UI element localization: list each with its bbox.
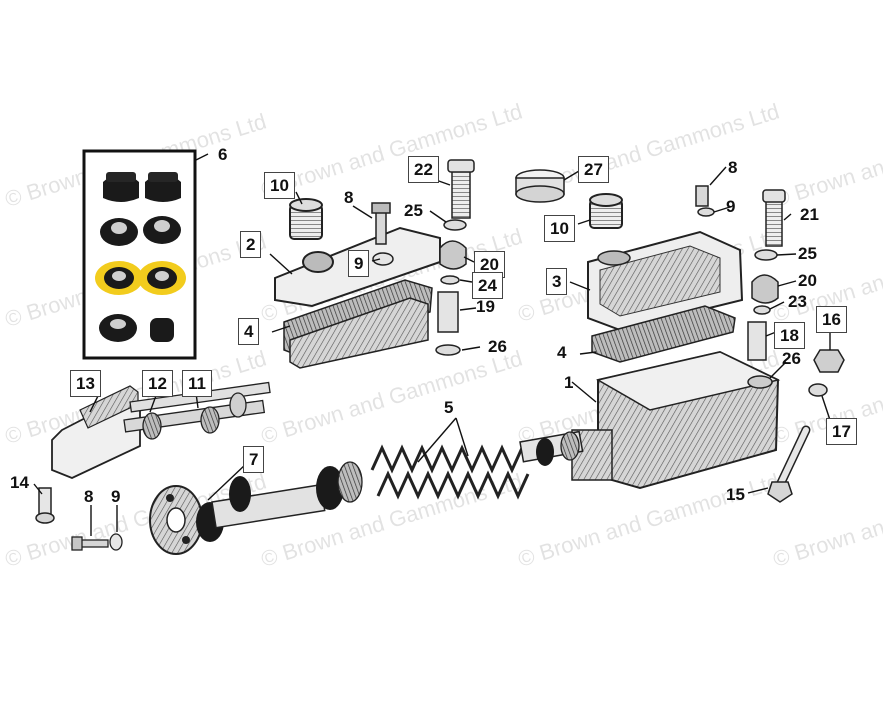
callout-27: 27 bbox=[578, 156, 609, 183]
callout-13: 13 bbox=[70, 370, 101, 397]
callout-4-left: 4 bbox=[238, 318, 260, 345]
callout-4-right: 4 bbox=[557, 343, 567, 362]
left-cover-screw bbox=[371, 202, 394, 266]
kit-cap-left bbox=[103, 172, 139, 202]
seal-kit-box bbox=[82, 149, 197, 360]
kit-cup-row2 bbox=[100, 216, 181, 246]
callout-26-right: 26 bbox=[782, 349, 801, 368]
callout-3: 3 bbox=[546, 268, 568, 295]
callout-12: 12 bbox=[142, 370, 173, 397]
pushrod-yoke-assembly bbox=[35, 381, 271, 551]
right-cap-27 bbox=[515, 169, 565, 203]
right-fittings bbox=[695, 185, 845, 503]
callout-22: 22 bbox=[408, 156, 439, 183]
kit-bottom-seals bbox=[99, 314, 174, 342]
callout-16: 16 bbox=[816, 306, 847, 333]
callout-5: 5 bbox=[444, 398, 454, 417]
callout-15: 15 bbox=[726, 485, 745, 504]
callout-1: 1 bbox=[564, 373, 574, 392]
callout-10-right: 10 bbox=[544, 215, 575, 242]
callout-6: 6 bbox=[218, 145, 228, 164]
callout-9-bottom: 9 bbox=[111, 487, 121, 506]
return-springs bbox=[370, 444, 530, 500]
yoke-pin-14 bbox=[35, 487, 55, 524]
callout-8-right: 8 bbox=[728, 158, 738, 177]
callout-10-left: 10 bbox=[264, 172, 295, 199]
callout-25-right: 25 bbox=[798, 244, 817, 263]
callout-7: 7 bbox=[243, 446, 265, 473]
callout-11: 11 bbox=[182, 370, 212, 397]
callout-9-left: 9 bbox=[348, 250, 370, 277]
callout-19: 19 bbox=[476, 297, 495, 316]
callout-20-right: 20 bbox=[798, 271, 817, 290]
yoke-bolt-8 bbox=[71, 533, 123, 551]
callout-25-left: 25 bbox=[404, 201, 423, 220]
callout-17: 17 bbox=[826, 418, 857, 445]
kit-yellow-rings bbox=[95, 261, 186, 295]
piston-spring-assembly bbox=[149, 430, 584, 555]
callout-8-bottom: 8 bbox=[84, 487, 94, 506]
kit-cap-right bbox=[145, 172, 181, 202]
callout-14: 14 bbox=[10, 473, 29, 492]
callout-8-left: 8 bbox=[344, 188, 354, 207]
callout-21: 21 bbox=[800, 205, 819, 224]
left-banjo-fittings bbox=[435, 159, 475, 356]
callout-18: 18 bbox=[774, 322, 805, 349]
callout-24: 24 bbox=[472, 272, 503, 299]
callout-9-right: 9 bbox=[726, 197, 736, 216]
right-filler-cap bbox=[589, 193, 623, 229]
left-filler-cap bbox=[289, 198, 323, 240]
callout-2: 2 bbox=[240, 231, 262, 258]
callout-23: 23 bbox=[788, 292, 807, 311]
left-reservoir-cover-assembly bbox=[274, 198, 441, 369]
callout-26-left: 26 bbox=[488, 337, 507, 356]
right-reservoir-assembly bbox=[515, 169, 781, 490]
